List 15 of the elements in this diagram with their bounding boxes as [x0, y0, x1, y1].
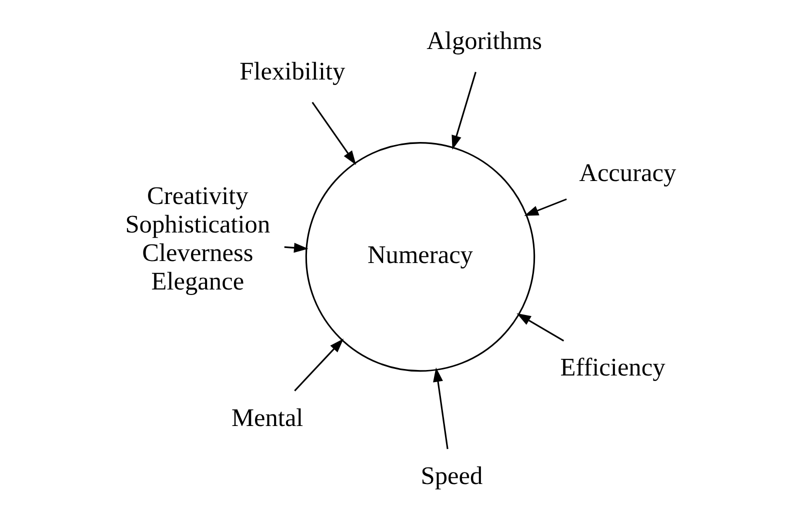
node-text: Algorithms	[426, 27, 542, 56]
arrow	[311, 102, 356, 165]
node-text: Creativity Sophistication Cleverness Elegance	[124, 182, 270, 296]
node-text: Accuracy	[578, 159, 676, 188]
node-text: Flexibility	[239, 58, 345, 86]
arrow	[432, 368, 448, 450]
node-text: Efficiency	[560, 353, 665, 382]
arrow	[294, 338, 344, 392]
node-circle: Numeracy	[304, 142, 535, 372]
arrow	[284, 242, 308, 253]
node-text: Mental	[230, 404, 303, 432]
node-text: Speed	[420, 462, 482, 490]
arrow	[451, 72, 476, 150]
arrow	[516, 313, 564, 342]
arrow	[524, 198, 566, 216]
